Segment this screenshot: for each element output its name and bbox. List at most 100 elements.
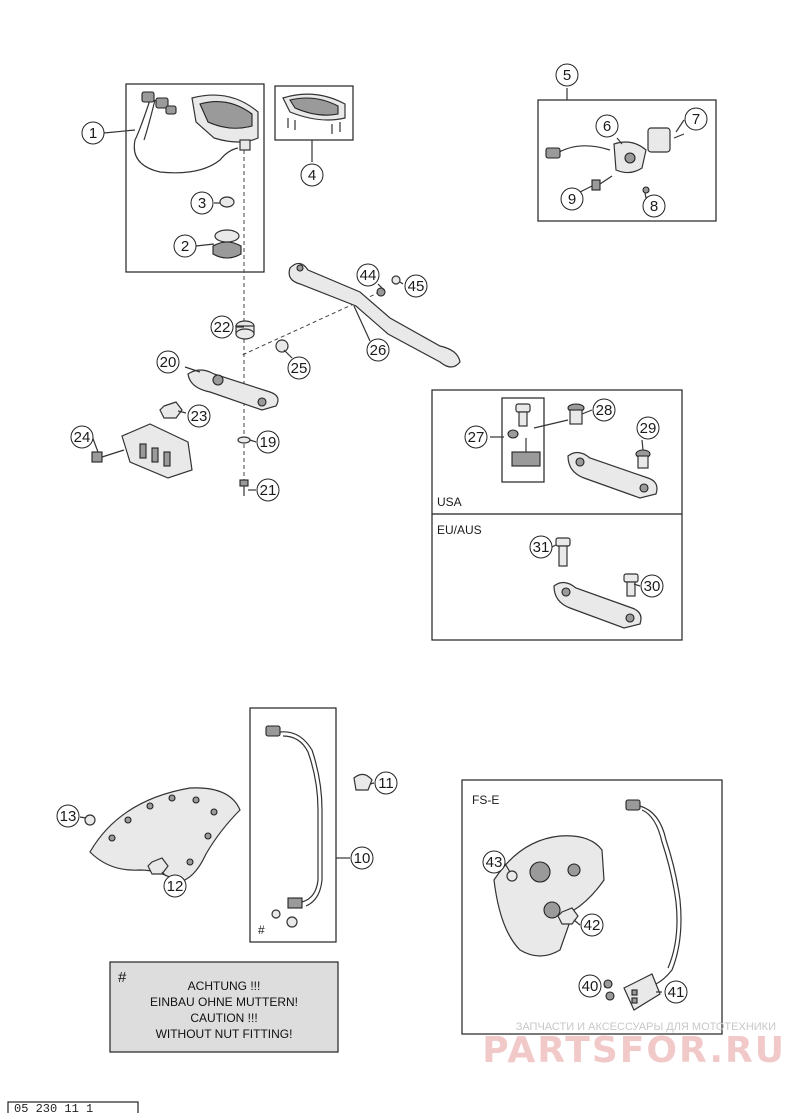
part-21-screw (239, 479, 249, 496)
part-28-adapter (567, 403, 585, 425)
region-box (431, 389, 683, 641)
leader-lines (79, 119, 685, 993)
callout-43: 43 (482, 850, 506, 874)
part-31-bolt (555, 537, 571, 567)
svg-text:24: 24 (74, 429, 91, 446)
part-9-screw (591, 175, 613, 191)
part-26-bracket (288, 262, 461, 368)
hash-washer-1 (271, 909, 281, 919)
kit-box-5 (537, 99, 717, 222)
svg-text:10: 10 (354, 850, 371, 867)
part-25-bushing (275, 339, 289, 353)
part-41-sensor-cable (623, 799, 682, 1011)
number-plate-bracket (121, 423, 193, 479)
usa-label: USA (437, 495, 462, 509)
part-3-cap (219, 196, 235, 208)
svg-text:23: 23 (191, 408, 208, 425)
part-40-screw-2 (605, 991, 615, 1001)
part-24-screw (91, 449, 125, 463)
svg-text:27: 27 (468, 429, 485, 446)
fs-e-label: FS-E (472, 793, 499, 807)
callout-22: 22 (210, 315, 234, 339)
part-6-switch (545, 141, 647, 174)
callout-4: 4 (300, 163, 324, 187)
svg-text:25: 25 (291, 360, 308, 377)
part-19-washer (237, 436, 251, 444)
svg-text:20: 20 (160, 354, 177, 371)
callout-25: 25 (287, 356, 311, 380)
svg-text:42: 42 (584, 917, 601, 934)
svg-text:31: 31 (533, 539, 550, 556)
svg-text:19: 19 (260, 434, 277, 451)
watermark-brand: PARTSFOR.RU (482, 1030, 786, 1071)
part-23-nut (159, 401, 183, 419)
svg-text:30: 30 (644, 578, 661, 595)
callout-8: 8 (642, 194, 666, 218)
svg-text:6: 6 (603, 118, 611, 135)
callout-2: 2 (173, 234, 197, 258)
eu-clamp (553, 581, 642, 629)
fs-e-box (461, 779, 723, 1035)
part-45-nut (391, 275, 401, 285)
footer-code-box (7, 1101, 139, 1113)
warning-line-3: CAUTION !!! (190, 1011, 257, 1025)
svg-text:7: 7 (692, 111, 700, 128)
hash-mark: # (258, 923, 265, 937)
svg-text:29: 29 (640, 420, 657, 437)
callout-10: 10 (350, 846, 374, 870)
svg-text:26: 26 (370, 342, 387, 359)
part-13-ring (84, 814, 96, 826)
svg-text:5: 5 (563, 67, 571, 84)
svg-text:28: 28 (596, 402, 613, 419)
callout-26: 26 (366, 338, 390, 362)
part-12-nut (147, 857, 169, 875)
svg-text:21: 21 (260, 482, 277, 499)
callout-30: 30 (640, 574, 664, 598)
callout-44: 44 (356, 263, 380, 287)
svg-text:40: 40 (582, 978, 599, 995)
callout-29: 29 (636, 416, 660, 440)
svg-text:45: 45 (408, 278, 425, 295)
part-30-bolt (623, 573, 639, 597)
svg-text:41: 41 (668, 984, 685, 1001)
callout-45: 45 (404, 274, 428, 298)
part-4-cover (282, 93, 346, 134)
part-20-top-clamp (187, 369, 279, 411)
eu-aus-label: EU/AUS (437, 523, 482, 537)
warning-line-4: WITHOUT NUT FITTING! (156, 1027, 293, 1041)
svg-text:4: 4 (308, 167, 316, 184)
svg-text:1: 1 (89, 125, 97, 142)
callout-3: 3 (190, 191, 214, 215)
part-42-nut (557, 907, 579, 925)
svg-text:11: 11 (378, 775, 394, 792)
speedometer (133, 91, 259, 174)
part-10-sensor-cable (265, 725, 323, 909)
callout-1: 1 (81, 121, 105, 145)
warning-line-2: EINBAU OHNE MUTTERN! (150, 995, 298, 1009)
part-8-nut (642, 186, 650, 194)
callout-24: 24 (70, 425, 94, 449)
kit-box-1 (125, 83, 265, 273)
part-22-rubber (235, 320, 255, 340)
watermark-tagline: ЗАПЧАСТИ И АКСЕССУАРЫ ДЛЯ МОТОТЕХНИКИ (516, 1021, 776, 1033)
warning-line-1: ACHTUNG !!! (188, 979, 261, 993)
kit-box-27 (501, 397, 545, 483)
part-43-ring (506, 870, 518, 882)
kit-box-10 (249, 707, 337, 943)
callout-7: 7 (684, 107, 708, 131)
part-29-cap (635, 449, 651, 469)
part-7-cap (647, 127, 671, 153)
svg-text:13: 13 (60, 808, 77, 825)
callout-5: 5 (555, 63, 579, 87)
arrow-27 (533, 419, 569, 429)
hash-washer-2 (286, 916, 298, 928)
svg-text:44: 44 (360, 267, 377, 284)
axis-line-diagonal (239, 291, 381, 357)
callout-31: 31 (529, 535, 553, 559)
callout-42: 42 (580, 913, 604, 937)
brake-disc-front (89, 787, 241, 883)
svg-text:43: 43 (486, 854, 503, 871)
svg-text:8: 8 (650, 198, 658, 215)
part-27-bolt-assembly (507, 403, 541, 467)
